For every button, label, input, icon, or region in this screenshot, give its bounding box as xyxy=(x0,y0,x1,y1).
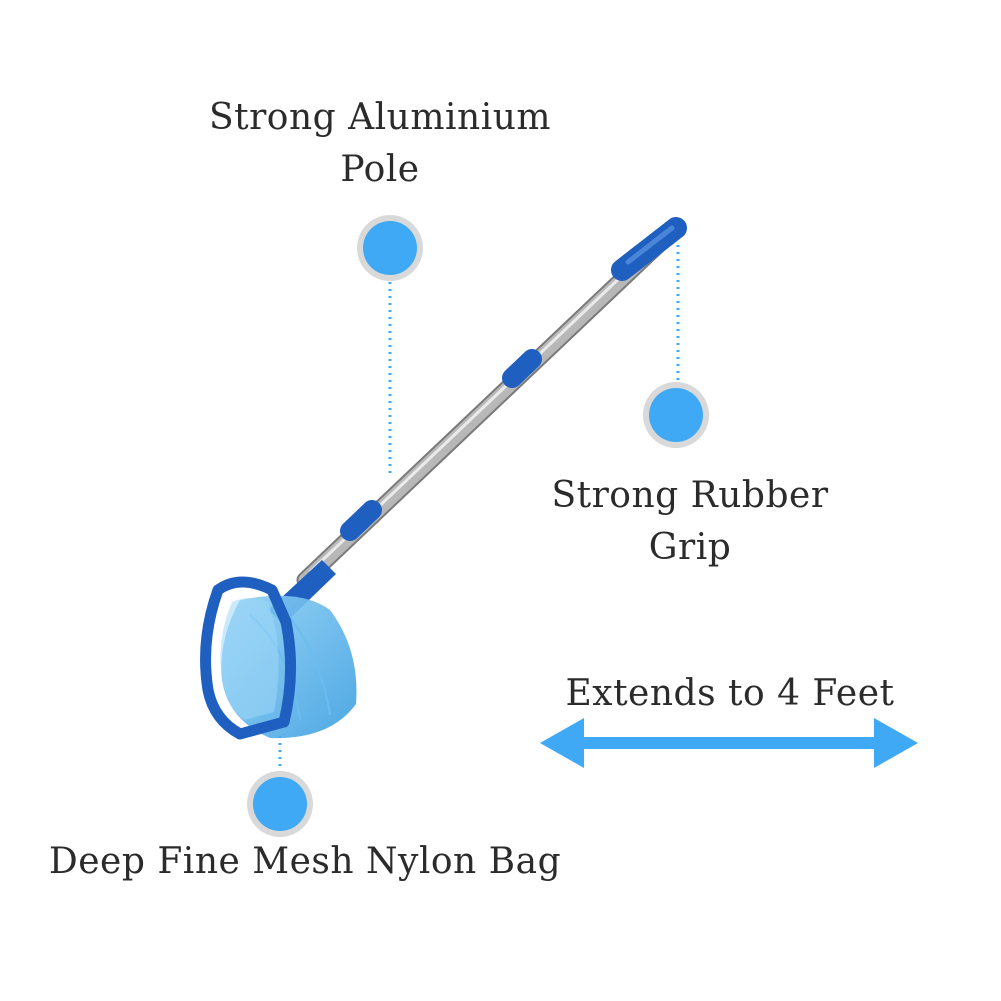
pole-label-line-2: Pole xyxy=(340,149,420,190)
grip-callout-dot-icon xyxy=(643,382,709,448)
pool-net-product-image xyxy=(200,217,687,740)
pole-callout-dot-icon xyxy=(357,215,423,281)
grip-label-line-1: Strong Rubber xyxy=(551,475,829,516)
grip-label-line-2: Grip xyxy=(648,527,732,568)
double-arrow-icon xyxy=(540,718,918,768)
bag-feature-label: Deep Fine Mesh Nylon Bag xyxy=(20,836,590,888)
bag-label-line-1: Deep Fine Mesh Nylon Bag xyxy=(48,841,562,882)
extends-label-text: Extends to 4 Feet xyxy=(565,673,895,714)
grip-feature-label: Strong Rubber Grip xyxy=(500,470,880,574)
extends-feature-label: Extends to 4 Feet xyxy=(530,668,930,720)
pole-feature-label: Strong Aluminium Pole xyxy=(170,92,590,196)
bag-callout-dot-icon xyxy=(247,771,313,837)
pole-label-line-1: Strong Aluminium xyxy=(208,97,552,138)
